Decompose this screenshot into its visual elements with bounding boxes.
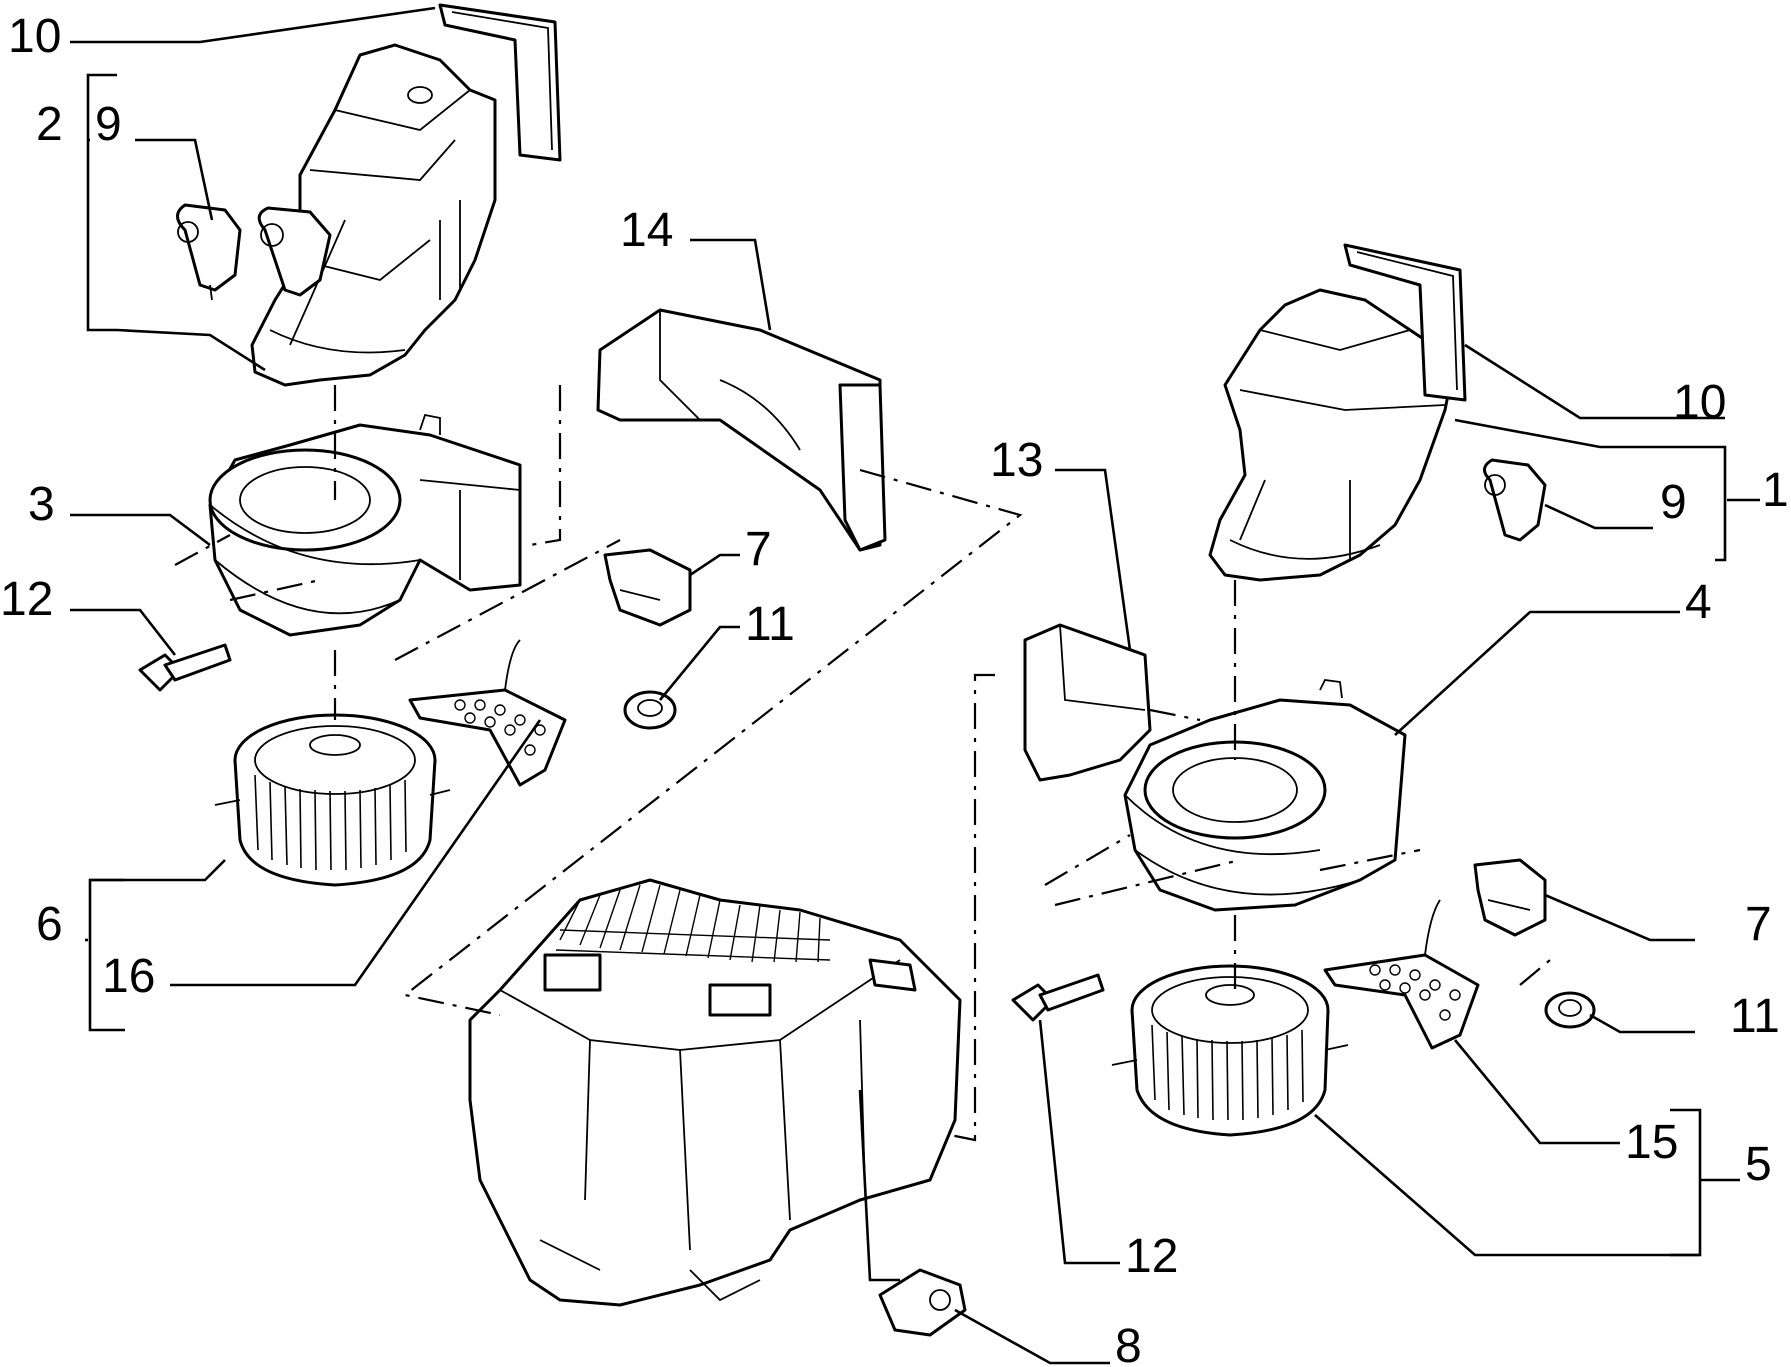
left-clip (603, 548, 692, 627)
right-blower-fan-motor (1111, 964, 1349, 1137)
callout-10-left: 10 (8, 10, 61, 63)
left-blower-fan-motor (214, 713, 451, 887)
left-flap-actuator (176, 203, 242, 301)
right-blower-resistor (1323, 899, 1480, 1050)
left-air-intake-housing (250, 43, 497, 387)
leader-lines (70, 6, 1760, 1365)
right-clip (1473, 858, 1547, 937)
callout-6: 6 (36, 898, 63, 951)
callout-2: 2 (36, 98, 63, 151)
hvac-main-case (468, 878, 962, 1307)
left-blower-housing (208, 413, 522, 637)
callout-16: 16 (102, 950, 155, 1003)
callout-5: 5 (1745, 1138, 1772, 1191)
right-cabin-filter (1343, 243, 1467, 402)
callout-15: 15 (1625, 1116, 1678, 1169)
left-second-actuator (257, 206, 332, 297)
callout-1: 1 (1762, 464, 1789, 517)
callout-7-right: 7 (1745, 898, 1772, 951)
left-bolt (138, 643, 232, 692)
center-air-duct (596, 308, 887, 552)
callout-labels: 10 2 9 3 12 6 16 14 7 11 13 10 1 9 4 7 1… (0, 10, 1789, 1367)
right-blower-housing (1123, 679, 1407, 912)
callout-9-left: 9 (95, 98, 122, 151)
callout-7-left: 7 (745, 523, 772, 576)
callout-14: 14 (620, 204, 673, 257)
left-nut (623, 690, 677, 730)
callout-10-right: 10 (1673, 376, 1726, 429)
callout-3: 3 (28, 478, 55, 531)
callout-12-right: 12 (1125, 1230, 1178, 1283)
right-bolt (1011, 973, 1105, 1022)
right-flap-actuator (1483, 458, 1547, 542)
callout-9-right: 9 (1660, 476, 1687, 529)
callout-11-left: 11 (745, 598, 795, 651)
left-blower-resistor (408, 639, 567, 787)
right-inlet-duct (1023, 623, 1152, 782)
callout-11-right: 11 (1730, 990, 1780, 1043)
callout-12-left: 12 (0, 573, 53, 626)
right-nut (1544, 991, 1596, 1029)
assembly-lines (174, 385, 1551, 1142)
right-air-intake-housing (1208, 288, 1457, 582)
callout-8: 8 (1115, 1320, 1142, 1367)
center-actuator (878, 1268, 967, 1337)
callout-13: 13 (990, 434, 1043, 487)
left-cabin-filter (438, 3, 562, 162)
callout-4: 4 (1685, 576, 1712, 629)
